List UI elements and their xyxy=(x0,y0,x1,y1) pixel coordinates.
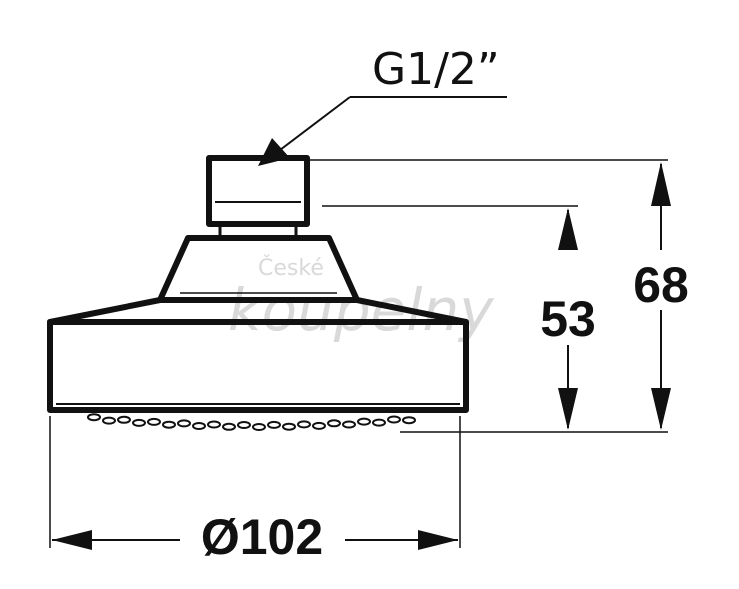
arrow-up-53 xyxy=(558,208,578,250)
shower-head xyxy=(47,155,469,413)
height-total-label: 68 xyxy=(633,257,689,313)
nozzle xyxy=(327,419,341,428)
watermark-line1: České xyxy=(258,255,324,281)
nozzle xyxy=(387,415,401,424)
nozzle xyxy=(102,416,116,425)
nozzle xyxy=(282,422,296,431)
callout-leader-diagonal xyxy=(279,96,351,151)
nozzle xyxy=(177,419,191,428)
nozzle-row xyxy=(87,413,416,431)
nozzle xyxy=(342,420,356,429)
nozzle xyxy=(267,420,281,429)
arrow-down-68 xyxy=(651,388,671,430)
diameter-label: Ø102 xyxy=(201,509,323,565)
dimension-lines xyxy=(49,159,668,548)
nozzle xyxy=(297,420,311,429)
nozzle xyxy=(132,418,146,427)
nozzle xyxy=(147,417,161,426)
dimension-68: 68 xyxy=(633,162,689,430)
nozzle xyxy=(252,423,266,431)
main-body xyxy=(47,319,469,413)
watermark: České koupelny xyxy=(228,255,494,344)
arrow-right-diameter xyxy=(418,530,458,550)
nozzle xyxy=(117,415,131,424)
thread-callout: G1/2” xyxy=(258,44,507,166)
nozzle xyxy=(87,413,101,422)
nozzle xyxy=(237,421,251,429)
nozzle xyxy=(207,420,221,429)
height-inner-label: 53 xyxy=(540,291,596,347)
connector-nut xyxy=(206,155,310,227)
callout-arrow xyxy=(258,138,290,166)
dimension-diameter: Ø102 xyxy=(52,509,458,565)
nozzle xyxy=(402,416,416,425)
watermark-line2: koupelny xyxy=(228,276,494,344)
nozzle xyxy=(357,417,371,426)
dimension-53: 53 xyxy=(540,208,596,430)
nozzle xyxy=(222,422,236,431)
nozzle xyxy=(372,418,386,427)
arrow-left-diameter xyxy=(52,530,92,550)
nozzle xyxy=(162,420,176,429)
nozzle xyxy=(192,422,206,430)
nozzle xyxy=(312,421,326,430)
arrow-up-68 xyxy=(651,162,671,206)
arrow-down-53 xyxy=(558,388,578,430)
thread-label: G1/2” xyxy=(372,44,500,95)
